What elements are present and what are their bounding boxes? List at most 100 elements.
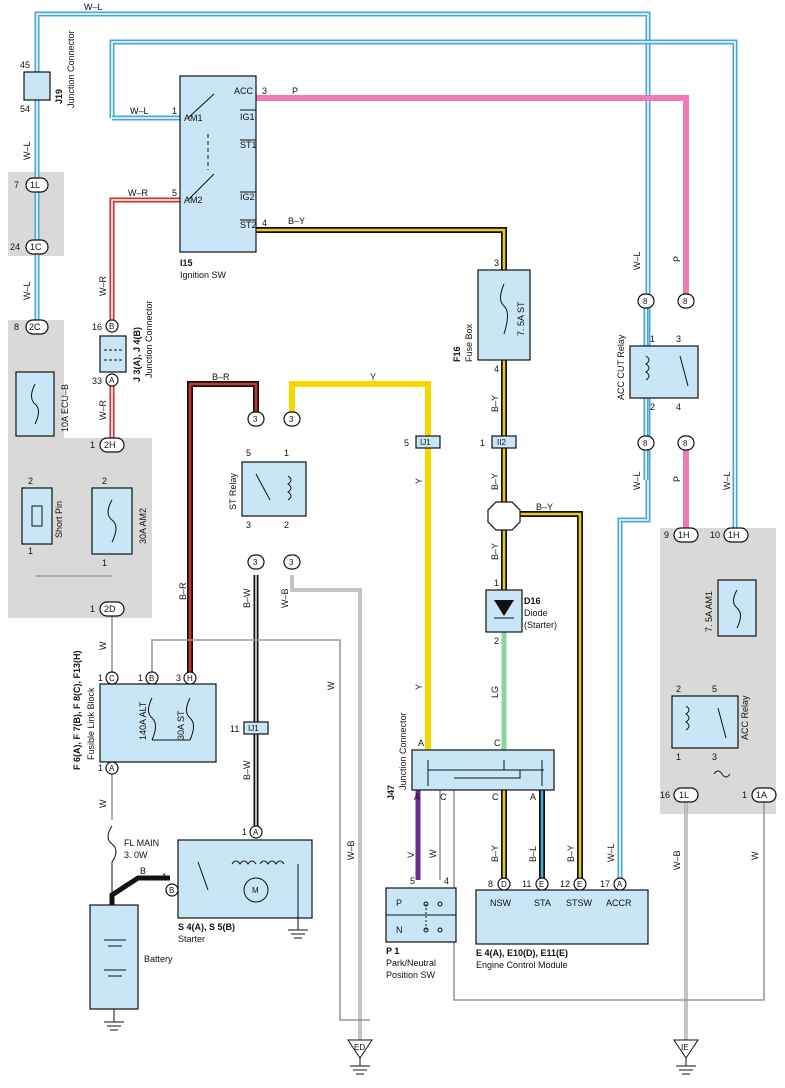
ecm-term-e2: E xyxy=(577,880,582,889)
acc-cut-conn-bl xyxy=(637,435,655,451)
fusible-term-b: B xyxy=(149,674,154,683)
starter-term-a: A xyxy=(253,828,259,837)
fl-main-rating: 3. 0W xyxy=(124,850,148,860)
am2-fuse xyxy=(91,487,133,555)
label-wl-right: W–L xyxy=(722,471,732,490)
ignition-switch xyxy=(179,75,257,253)
ij1-connector-bottom xyxy=(243,721,269,735)
ground-ie xyxy=(673,1039,699,1059)
label-w-low: W xyxy=(326,681,336,690)
short-pin-name: Short Pin xyxy=(54,501,64,538)
j47-name: Junction Connector xyxy=(398,712,408,790)
st-relay-conn-bot-right xyxy=(283,554,301,570)
am2-pin-bottom: 1 xyxy=(102,558,107,568)
connector-2h xyxy=(99,437,125,453)
am1-fuse-name: 7. 5A AM1 xyxy=(704,591,714,632)
pnp-name2: Position SW xyxy=(386,970,436,980)
j3-term-b-label: B xyxy=(109,322,114,331)
short-pin-bottom: 1 xyxy=(28,546,33,556)
label-wb-3: W–B xyxy=(672,850,682,870)
acc-cut-conn-bl-label: 8 xyxy=(643,439,648,448)
fusible-pin-c1: 1 xyxy=(98,673,103,683)
label-br-mid: B–R xyxy=(178,582,188,600)
acc-cut-conn-tr xyxy=(677,293,695,309)
ii2-label: II2 xyxy=(497,438,506,447)
acc-relay-pin5: 5 xyxy=(712,684,717,694)
short-pin xyxy=(21,487,53,545)
label-p-relay2: P xyxy=(672,476,682,482)
connector-1c-label: 1C xyxy=(30,242,42,252)
ecm-name: Engine Control Module xyxy=(476,960,568,970)
fusible-link-block xyxy=(99,683,217,763)
acc-relay-pin1: 1 xyxy=(676,752,681,762)
ign-code: I15 xyxy=(180,258,193,268)
label-wl-relay: W–L xyxy=(632,251,642,270)
fusible-pin-h3: 3 xyxy=(176,673,181,683)
st-relay-pin5: 5 xyxy=(246,448,251,458)
starter-motor: M xyxy=(252,886,259,895)
acc-relay xyxy=(671,695,739,749)
ground-ed xyxy=(347,1039,373,1059)
ij1-bottom-pin: 11 xyxy=(230,724,239,734)
ign-ig1: IG1 xyxy=(240,112,255,122)
connector-1a-label: 1A xyxy=(756,790,767,800)
label-wl-top: W–L xyxy=(84,2,103,12)
wire-wr xyxy=(109,197,180,440)
label-bw-1: B–W xyxy=(242,588,252,608)
acc-cut-conn-br xyxy=(677,435,695,451)
pin-9: 9 xyxy=(664,530,669,540)
ignition-contacts xyxy=(187,93,256,221)
fuse-box-pin-bottom: 4 xyxy=(494,364,499,374)
pnp-name: Park/Neutral xyxy=(386,958,436,968)
am2-pin-top: 2 xyxy=(102,476,107,486)
fusible-term-c: C xyxy=(109,674,115,683)
label-p-relay: P xyxy=(672,256,682,262)
fuse-box-name: Fuse Box xyxy=(464,323,474,362)
j47-code: J47 xyxy=(386,785,396,800)
connector-1a xyxy=(751,787,777,803)
short-pin-top: 2 xyxy=(28,476,33,486)
ecm-pin-17: 17 xyxy=(600,879,610,889)
connector-1l-r-label: 1L xyxy=(679,790,689,800)
label-p-acc: P xyxy=(292,86,298,96)
acc-cut-pin2: 2 xyxy=(650,402,655,412)
label-b-bat: B xyxy=(140,866,146,876)
acc-relay-pin2: 2 xyxy=(676,684,681,694)
j47-pin-a2: A xyxy=(414,792,420,802)
j19-connector xyxy=(23,71,51,101)
pin-24: 24 xyxy=(10,242,20,252)
starter-name: Starter xyxy=(178,934,205,944)
ign-pin3: 3 xyxy=(262,86,267,96)
acc-cut-conn-tr-label: 8 xyxy=(683,297,688,306)
connector-2d-label: 2D xyxy=(104,604,116,614)
connector-2d xyxy=(99,601,125,617)
label-wl-ecm: W–L xyxy=(606,843,616,862)
ij1-connector-top xyxy=(415,435,441,449)
j3-term-a xyxy=(105,373,119,387)
acc-relay-name: ACC Relay xyxy=(740,695,750,740)
starter-term-b: B xyxy=(169,886,174,895)
fusible-term-h: H xyxy=(187,674,193,683)
engine-control-module xyxy=(475,889,649,945)
j3-j4-connector xyxy=(99,335,127,373)
label-by-ecm2: B–Y xyxy=(566,845,576,862)
j47-pin-a1: A xyxy=(418,738,424,748)
st-relay-conn-tl-label: 3 xyxy=(253,415,258,424)
connector-1h-b xyxy=(723,527,749,543)
fuse-box-pin-top: 3 xyxy=(494,258,499,268)
label-wr-2: W–R xyxy=(98,400,108,421)
diode-code: D16 xyxy=(524,596,541,606)
j3-name: Junction Connector xyxy=(144,300,154,378)
pnp-pin-v: 5 xyxy=(410,876,415,886)
pnp-p: P xyxy=(396,898,402,908)
ign-ig2: IG2 xyxy=(240,192,255,202)
j47-pin-c2: C xyxy=(440,792,447,802)
j3-pin-bottom: 33 xyxy=(92,376,102,386)
ii2-pin: 1 xyxy=(480,438,485,448)
am2-fuse-symbol xyxy=(107,499,117,543)
label-wl-am1: W–L xyxy=(130,106,149,116)
st-relay-name: ST Relay xyxy=(228,473,238,510)
label-by-fuse: B–Y xyxy=(490,395,500,412)
label-v: V xyxy=(406,852,416,858)
